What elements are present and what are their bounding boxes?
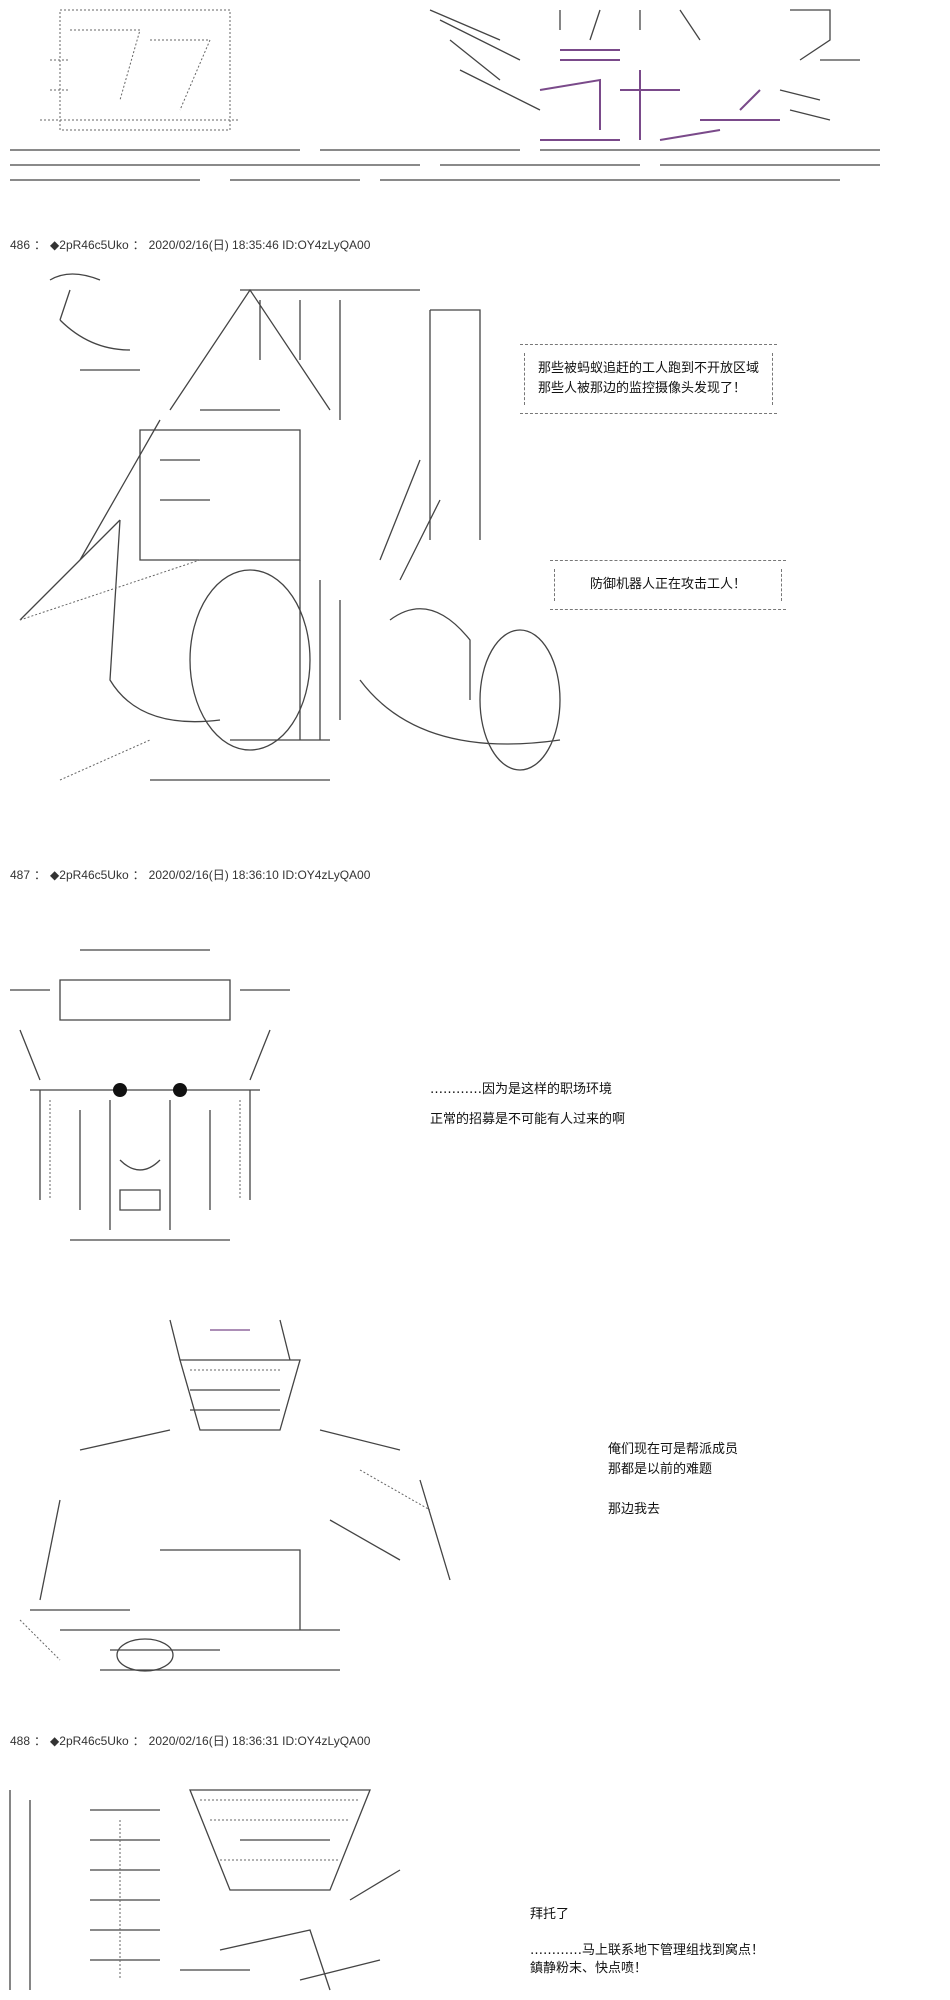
dialogue-line: 那边我去 xyxy=(608,1502,661,1517)
dialogue-line: 正常的招募是不可能有人过来的啊 xyxy=(430,1112,626,1127)
ascii-art-crowd-icon xyxy=(9,1789,401,1991)
post-separator: ： xyxy=(34,238,47,252)
post-header-487: 487：◆2pR46c5Uko：2020/02/16(日) 18:36:10 I… xyxy=(10,866,370,883)
post-separator: ： xyxy=(34,868,47,882)
dialogue-line xyxy=(530,1924,764,1942)
post-number: 486 xyxy=(10,238,31,252)
speech-bubble-1: 那些被蚂蚁追赶的工人跑到不开放区域 那些人被那边的监控摄像头发现了！ xyxy=(520,344,778,414)
bubble-line: 防御机器人正在攻击工人！ xyxy=(590,577,747,592)
dialogue-line: …………因为是这样的职场环境 xyxy=(430,1082,613,1097)
dialogue-line: 鎮静粉末、快点喷！ xyxy=(530,1961,648,1976)
robot-scene-art xyxy=(0,260,600,820)
dialogue-487-a: …………因为是这样的职场环境 正常的招募是不可能有人过来的啊 xyxy=(430,1080,625,1130)
post-separator: ： xyxy=(132,868,145,882)
dialogue-488: 拜托了 …………马上联系地下管理组找到窝点！ 鎮静粉末、快点喷！ xyxy=(530,1906,764,1978)
dialogue-line: …………马上联系地下管理组找到窝点！ xyxy=(530,1943,765,1958)
dialogue-line: 拜托了 xyxy=(530,1907,570,1922)
post-separator: ： xyxy=(34,1734,47,1748)
post-number: 488 xyxy=(10,1734,31,1748)
ascii-art-robot-icon xyxy=(19,273,561,781)
top-art-svg xyxy=(10,9,880,181)
muscle-art xyxy=(0,1300,500,1690)
post-id[interactable]: ID:OY4zLyQA00 xyxy=(282,238,371,252)
post-header-488: 488：◆2pR46c5Uko：2020/02/16(日) 18:36:31 I… xyxy=(10,1732,370,1749)
dialogue-487-b: 俺们现在可是帮派成员 那都是以前的难题 那边我去 xyxy=(608,1440,738,1520)
bubble-line: 那些人被那边的监控摄像头发现了！ xyxy=(538,381,747,396)
ascii-art-face-icon xyxy=(10,949,290,1241)
top-ascii-art xyxy=(0,0,950,190)
post-name[interactable]: ◆2pR46c5Uko xyxy=(50,868,129,882)
ascii-art-muscle-icon xyxy=(19,1319,451,1672)
post-separator: ： xyxy=(132,1734,145,1748)
dialogue-line xyxy=(608,1480,738,1500)
post-name[interactable]: ◆2pR46c5Uko xyxy=(50,238,129,252)
dialogue-line: 那都是以前的难题 xyxy=(608,1462,713,1477)
post-separator: ： xyxy=(132,238,145,252)
speech-bubble-2: 防御机器人正在攻击工人！ xyxy=(550,560,787,610)
post-date: 2020/02/16(日) 18:35:46 xyxy=(148,238,279,252)
crowd-art xyxy=(0,1780,420,2000)
bubble-line: 那些被蚂蚁追赶的工人跑到不开放区域 xyxy=(538,361,760,376)
post-id[interactable]: ID:OY4zLyQA00 xyxy=(282,868,371,882)
post-name[interactable]: ◆2pR46c5Uko xyxy=(50,1734,129,1748)
post-date: 2020/02/16(日) 18:36:10 xyxy=(148,868,279,882)
dialogue-line: 俺们现在可是帮派成员 xyxy=(608,1442,739,1457)
post-date: 2020/02/16(日) 18:36:31 xyxy=(148,1734,279,1748)
face-art xyxy=(0,940,300,1250)
post-number: 487 xyxy=(10,868,31,882)
post-id[interactable]: ID:OY4zLyQA00 xyxy=(282,1734,371,1748)
post-header-486: 486：◆2pR46c5Uko：2020/02/16(日) 18:35:46 I… xyxy=(10,236,370,253)
